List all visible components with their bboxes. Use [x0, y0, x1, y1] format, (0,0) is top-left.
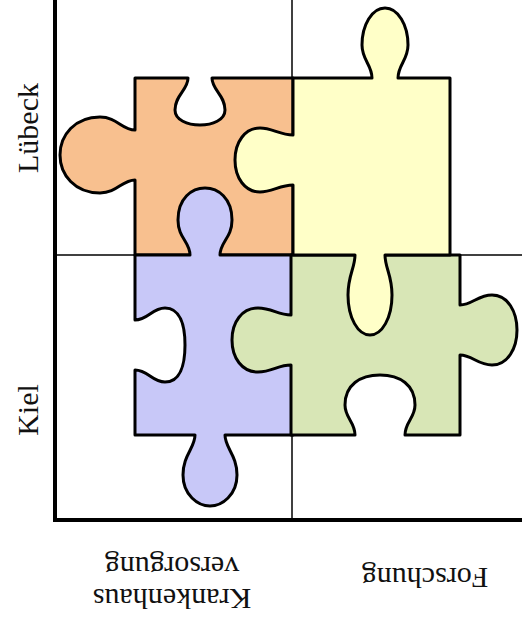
axis-line: [53, 0, 57, 521]
axis-label: Krankenhaus versorgung: [72, 552, 272, 615]
axis-label: Kiel: [12, 384, 44, 436]
axis-label: Lübeck: [12, 83, 44, 173]
puzzle-piece: [235, 8, 450, 335]
axis-line: [53, 518, 522, 522]
axis-label: Forschung: [362, 562, 489, 594]
